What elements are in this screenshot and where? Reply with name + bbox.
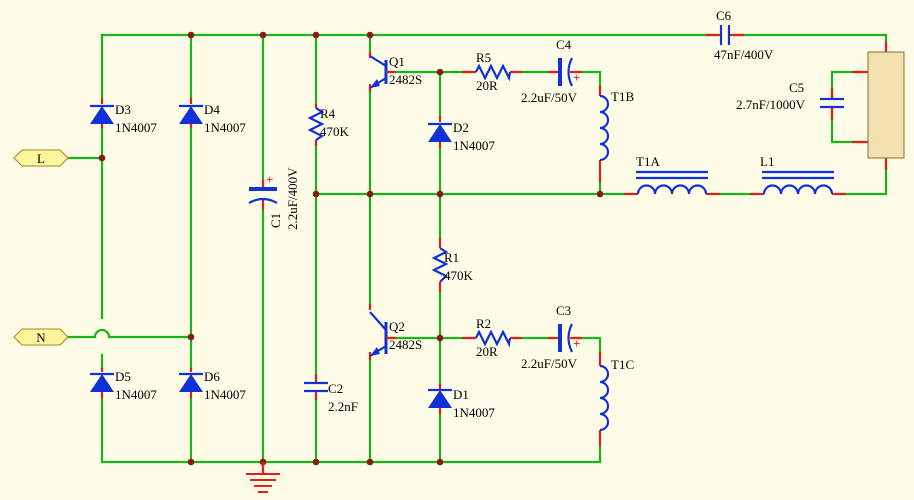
resistor-r4: R4 470K — [307, 104, 350, 146]
diode-d3: D3 1N4007 — [90, 98, 157, 135]
r5-value: 20R — [476, 78, 498, 93]
capacitor-c2: C2 2.2nF — [304, 374, 358, 414]
junction-dot — [436, 334, 444, 342]
port-l: L — [13, 149, 69, 167]
transistor-q1: Q1 2482S — [368, 52, 422, 92]
c4-ref: C4 — [556, 37, 572, 52]
q2-ref: Q2 — [389, 319, 405, 334]
capacitor-c6: C6 47nF/400V — [706, 8, 774, 62]
c6-value: 47nF/400V — [714, 47, 774, 62]
junction-dot — [98, 154, 106, 162]
c5-value: 2.7nF/1000V — [736, 97, 806, 112]
c3-ref: C3 — [556, 303, 571, 318]
junction-dot — [187, 31, 195, 39]
d1-ref: D1 — [453, 387, 469, 402]
port-n: N — [13, 328, 69, 346]
d3-value: 1N4007 — [115, 120, 157, 135]
junction-dot — [259, 31, 267, 39]
junction-dot — [312, 458, 320, 466]
junction-dot — [366, 190, 374, 198]
junctions — [98, 31, 604, 466]
d3-ref: D3 — [115, 102, 131, 117]
port-l-label: L — [37, 151, 45, 166]
r1-ref: R1 — [444, 250, 459, 265]
capacitor-c3: + C3 2.2uF/50V — [521, 303, 582, 371]
d5-ref: D5 — [115, 369, 131, 384]
resistor-r5: R5 20R — [462, 50, 522, 93]
q2-value: 2482S — [389, 337, 422, 352]
d4-value: 1N4007 — [204, 120, 246, 135]
transformer-winding-t1b: T1B — [598, 86, 634, 182]
diode-d5: D5 1N4007 — [90, 368, 157, 402]
d1-value: 1N4007 — [453, 405, 495, 420]
c3-value: 2.2uF/50V — [521, 356, 578, 371]
transistor-q2: Q2 2482S — [368, 304, 422, 360]
r4-ref: R4 — [320, 106, 336, 121]
c1-ref: C1 — [268, 213, 283, 228]
q1-ref: Q1 — [389, 54, 405, 69]
capacitor-c1: + C1 2.2uF/400V — [248, 167, 300, 230]
junction-dot — [187, 333, 195, 341]
lamp-tube — [852, 42, 905, 170]
c2-value: 2.2nF — [328, 399, 358, 414]
c6-ref: C6 — [716, 8, 732, 23]
capacitor-c4: + C4 2.2uF/50V — [521, 37, 582, 105]
junction-dot — [436, 68, 444, 76]
junction-dot — [187, 458, 195, 466]
d5-value: 1N4007 — [115, 387, 157, 402]
d6-ref: D6 — [204, 369, 220, 384]
d4-ref: D4 — [204, 102, 220, 117]
transformer-winding-t1a: T1A — [624, 154, 720, 196]
c1-polarity-mark: + — [266, 172, 273, 187]
junction-dot — [596, 190, 604, 198]
l1-ref: L1 — [760, 154, 774, 169]
d2-ref: D2 — [453, 120, 469, 135]
d6-value: 1N4007 — [204, 387, 246, 402]
t1c-ref: T1C — [611, 357, 634, 372]
resistor-r2: R2 20R — [462, 316, 522, 359]
diode-d1: D1 1N4007 — [428, 384, 495, 420]
junction-dot — [366, 31, 374, 39]
d2-value: 1N4007 — [453, 138, 495, 153]
r2-value: 20R — [476, 344, 498, 359]
diode-d2: D2 1N4007 — [428, 116, 495, 153]
r2-ref: R2 — [476, 316, 491, 331]
ground-symbol — [246, 462, 280, 493]
c4-value: 2.2uF/50V — [521, 90, 578, 105]
c4-polarity-mark: + — [573, 70, 580, 85]
port-n-label: N — [36, 330, 46, 345]
c1-value: 2.2uF/400V — [285, 167, 300, 230]
junction-dot — [436, 190, 444, 198]
resistor-r1: R1 470K — [431, 238, 474, 292]
capacitor-c5: C5 2.7nF/1000V — [736, 80, 844, 120]
diode-d6: D6 1N4007 — [179, 368, 246, 402]
junction-dot — [366, 458, 374, 466]
junction-dot — [312, 31, 320, 39]
c5-ref: C5 — [789, 80, 804, 95]
r5-ref: R5 — [476, 50, 491, 65]
diode-d4: D4 1N4007 — [179, 98, 246, 135]
q1-value: 2482S — [389, 72, 422, 87]
r1-value: 470K — [444, 268, 474, 283]
junction-dot — [312, 190, 320, 198]
t1a-ref: T1A — [636, 154, 660, 169]
t1b-ref: T1B — [611, 89, 634, 104]
inductor-l1: L1 — [750, 154, 846, 196]
c2-ref: C2 — [328, 381, 343, 396]
transformer-winding-t1c: T1C — [598, 352, 634, 446]
r4-value: 470K — [320, 124, 350, 139]
c3-polarity-mark: + — [573, 336, 580, 351]
junction-dot — [436, 458, 444, 466]
